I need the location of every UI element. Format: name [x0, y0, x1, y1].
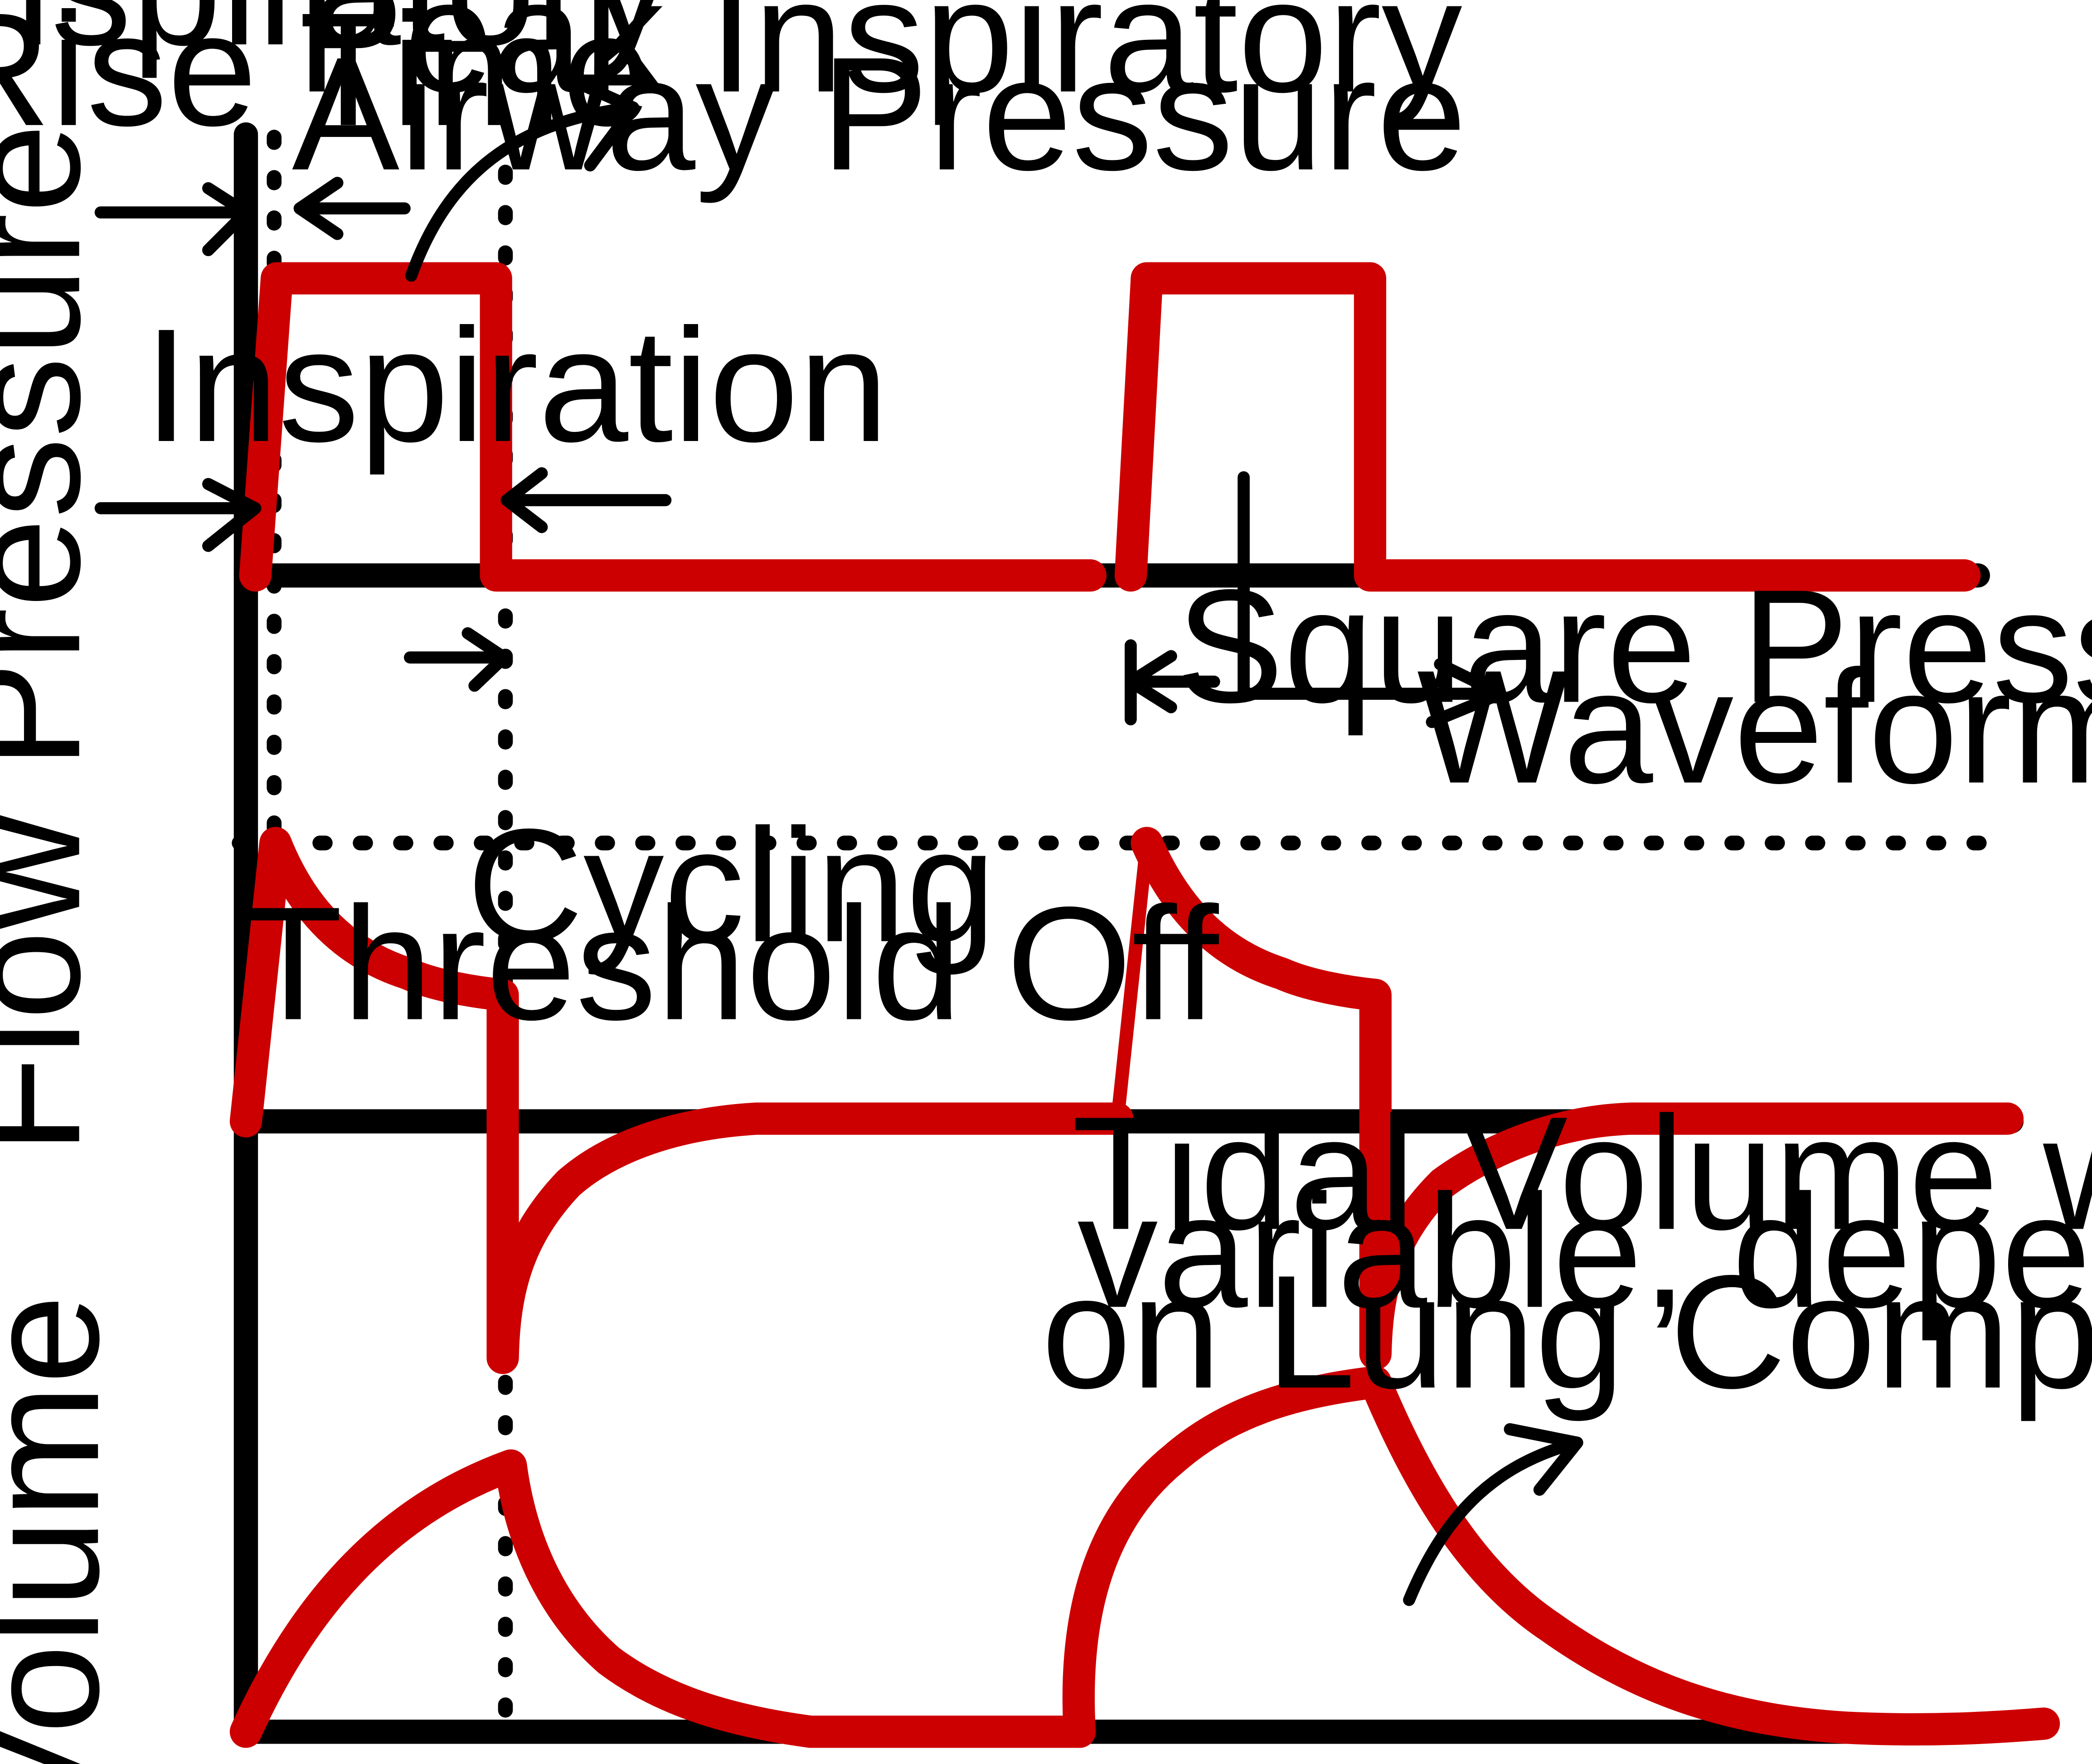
cycle-off-pointer-arrow-icon [404, 627, 510, 692]
square-waveform-arrow-icon [1125, 471, 1507, 728]
square-waveform-label-line2: Waveform [1417, 637, 2092, 817]
inspiration-left-arrow-icon [94, 478, 262, 552]
tidal-volume-curved-arrow-icon [1403, 1423, 1583, 1606]
volume-breath-2 [1062, 1366, 2060, 1748]
flow-breath-2-rise [1110, 836, 1154, 1128]
peak-pressure-label-line1: Peak Inspiratory [296, 0, 1462, 127]
pressure-breath-2 [1114, 262, 1981, 592]
inspiration-label: Inspiration [144, 296, 888, 476]
square-waveform-label-line1: Square Pressure [1176, 556, 2092, 737]
pressure-waveform [239, 262, 1981, 592]
rise-time-label-line1: Inspiratory [0, 0, 670, 80]
tidal-volume-label-line3: on Lung Compliance [1042, 1242, 2092, 1423]
cycling-label-line1: Cycling [467, 796, 996, 977]
flow-axis-label: Flow [0, 812, 114, 1154]
cycling-label-line2: Threshold Off [244, 874, 1219, 1054]
flow-waveform [229, 827, 2024, 1374]
tidal-volume-label-line2: variable, depending [1078, 1161, 2092, 1342]
volume-waveform [229, 1366, 2060, 1748]
tidal-volume-label-line1: Tidal Volume will be [1072, 1083, 2092, 1263]
annotation-arrows [94, 80, 1583, 1606]
peak-pressure-curved-arrow-icon [405, 80, 640, 282]
peak-pressure-label-line2: Airway Pressure [292, 24, 1466, 205]
rise-time-right-arrow-icon [293, 177, 411, 240]
volume-axis-label: Volume [0, 1294, 132, 1764]
volume-breath-1 [229, 1449, 1096, 1748]
flow-breath-1 [229, 827, 1134, 1374]
flow-breath-2 [1131, 827, 2024, 1370]
inspiration-right-arrow-icon [500, 467, 672, 533]
pressure-axis-label: Pressure [0, 124, 114, 769]
rise-time-label-line2: Rise Time [0, 0, 651, 160]
pressure-breath-1 [239, 262, 1107, 592]
rise-time-left-arrow-icon [94, 182, 252, 257]
